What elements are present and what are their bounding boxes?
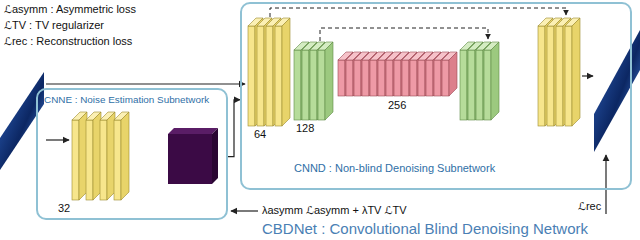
channel-count: 128 [296, 122, 314, 135]
loss-arrow [605, 155, 606, 214]
subnetwork-title: CNNE : Noise Estimation Subnetwork [44, 94, 209, 106]
conv-layer [100, 112, 115, 200]
conv-layer [114, 112, 129, 200]
skip-connection [320, 28, 488, 41]
conv-layer [565, 18, 580, 126]
skip-connection [270, 8, 566, 17]
channel-count: 256 [388, 99, 406, 112]
output-image [594, 30, 640, 152]
input-line [46, 83, 245, 84]
network-title: CBDNet : Convolutional Blind Denoising N… [262, 220, 588, 238]
loss-definition: ℒTV : TV regularizer [4, 19, 104, 32]
loss-arrow [231, 210, 258, 211]
channel-count: 64 [254, 128, 266, 141]
conv-layer [318, 42, 333, 120]
subnetwork-box: CNNE : Noise Estimation Subnetwork [36, 88, 228, 220]
subnetwork-title: CNND : Non-blind Denoising Subnetwork [294, 162, 495, 175]
conv-layer [72, 112, 87, 200]
channel-count: 32 [58, 202, 70, 215]
conv-layer [442, 52, 457, 96]
connector-arrow [228, 100, 240, 157]
conv-layer [275, 18, 290, 126]
loss-label: ℒrec [578, 200, 601, 213]
input-line [46, 139, 69, 140]
subnetwork-box: CNND : Non-blind Denoising Subnetwork [240, 2, 632, 190]
loss-definition: ℒasymm : Asymmetric loss [4, 3, 136, 16]
conv-layer [484, 42, 499, 120]
conv-layer [86, 112, 101, 200]
output-line [582, 75, 593, 76]
noise-map [168, 128, 218, 184]
loss-label: λasymm ℒasymm + λTV ℒTV [262, 204, 407, 217]
loss-definition: ℒrec : Reconstruction loss [4, 35, 132, 48]
